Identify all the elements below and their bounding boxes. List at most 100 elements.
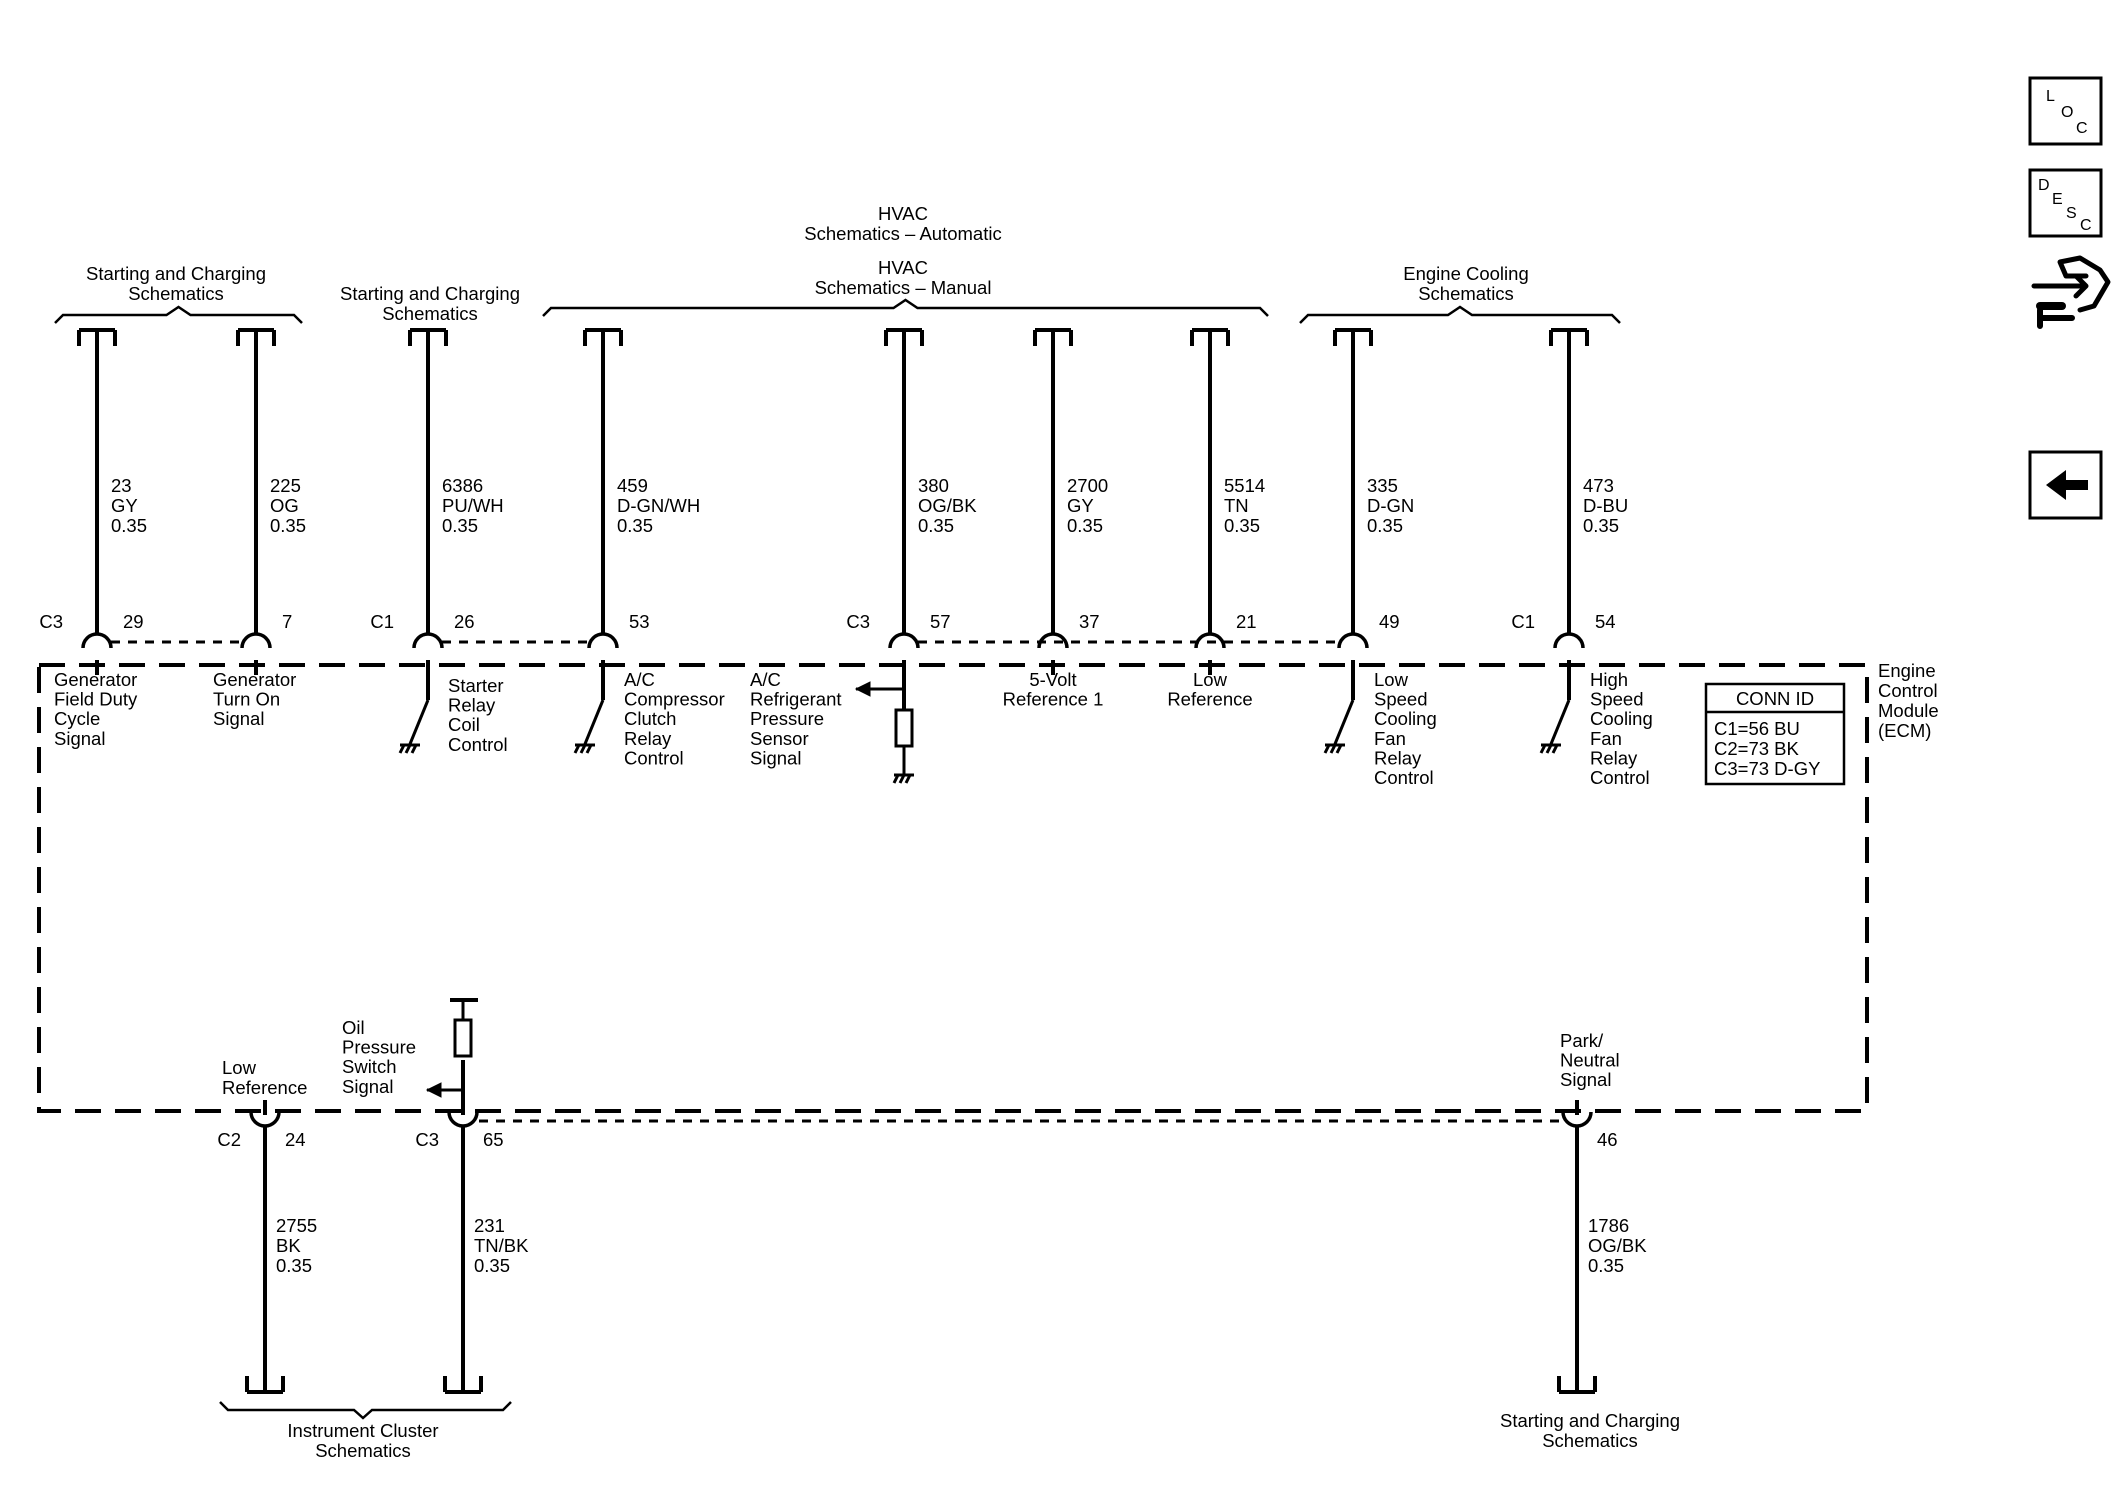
- pull-up-resistor: [453, 1018, 473, 1058]
- tools-icon: [2031, 255, 2111, 329]
- function-text: Pressure: [342, 1037, 416, 1058]
- group-brace: [542, 298, 1269, 317]
- wire-gauge: 0.35: [617, 515, 653, 536]
- pin-terminal: [888, 632, 920, 649]
- loc-icon: L O C: [2046, 88, 2088, 137]
- function-text: Pressure: [750, 708, 824, 729]
- wire-color: D-GN/WH: [617, 495, 700, 516]
- wire-gauge: 0.35: [918, 515, 954, 536]
- conn-id-table: CONN ID C1=56 BU C2=73 BK C3=73 D-GY: [1704, 682, 1846, 786]
- desc-letter: C: [2080, 217, 2092, 234]
- ground-symbol: [1329, 744, 1337, 754]
- loc-button[interactable]: L O C: [2028, 76, 2103, 146]
- function-text: Fan: [1590, 728, 1622, 749]
- engine-cooling-label: Schematics: [1418, 283, 1514, 304]
- wire-gauge: 0.35: [1588, 1255, 1624, 1276]
- function-text: Cycle: [54, 708, 100, 729]
- wire-gauge: 0.35: [276, 1255, 312, 1276]
- function-text: Sensor: [750, 728, 809, 749]
- group-brace: [54, 305, 303, 324]
- hvac-automatic-label: HVAC: [878, 203, 928, 224]
- ecm-module-boundary: [37, 663, 1869, 1113]
- desc-button[interactable]: D E S C: [2028, 168, 2103, 238]
- function-text: Coil: [448, 714, 480, 735]
- function-text: Signal: [1560, 1069, 1611, 1090]
- function-text: A/C: [750, 669, 781, 690]
- module-name-line: Engine: [1878, 660, 1936, 681]
- conn-id-row: C1=56 BU: [1714, 718, 1800, 739]
- starting-charging-label: Schematics: [382, 303, 478, 324]
- back-arrow-icon: [2046, 470, 2088, 500]
- pin-terminal: [587, 632, 619, 649]
- pin-number: 57: [930, 611, 951, 632]
- wire-color: D-GN: [1367, 495, 1414, 516]
- driver-switch: [408, 699, 430, 745]
- wire-circuit-number: 2755: [276, 1215, 317, 1236]
- loc-letter: O: [2061, 104, 2073, 121]
- function-text: Signal: [342, 1076, 393, 1097]
- function-text: Relay: [1374, 747, 1422, 768]
- conn-id-title: CONN ID: [1736, 688, 1814, 709]
- ground-symbol: [579, 744, 587, 754]
- group-brace: [219, 1401, 512, 1420]
- pin-terminal: [1337, 632, 1369, 649]
- ground-symbol: [892, 774, 900, 784]
- tools-button[interactable]: [2031, 255, 2111, 329]
- driver-switch: [1549, 699, 1571, 745]
- function-text: Oil: [342, 1017, 365, 1038]
- instrument-cluster-label: Instrument Cluster: [287, 1420, 438, 1441]
- wire-gauge: 0.35: [1224, 515, 1260, 536]
- function-text: Reference 1: [1003, 689, 1104, 710]
- hvac-automatic-label: Schematics – Automatic: [804, 223, 1001, 244]
- wire-gauge: 0.35: [1067, 515, 1103, 536]
- pin-number: 46: [1597, 1129, 1618, 1150]
- starting-charging-label: Starting and Charging: [86, 263, 266, 284]
- desc-letter: S: [2066, 205, 2077, 222]
- pin-number: 37: [1079, 611, 1100, 632]
- function-text: Low: [1193, 669, 1228, 690]
- module-name-line: (ECM): [1878, 720, 1931, 741]
- wire-circuit-number: 335: [1367, 475, 1398, 496]
- pull-resistor: [894, 708, 914, 748]
- function-text: Reference: [1167, 689, 1252, 710]
- ground-symbol: [585, 744, 593, 754]
- function-text: 5-Volt: [1029, 669, 1076, 690]
- back-button[interactable]: [2028, 450, 2103, 520]
- ground-symbol: [398, 744, 406, 754]
- function-text: Reference: [222, 1077, 307, 1098]
- desc-letter: D: [2038, 177, 2050, 194]
- ground-symbol: [573, 744, 581, 754]
- wire-circuit-number: 1786: [1588, 1215, 1629, 1236]
- hvac-manual-label: Schematics – Manual: [815, 277, 992, 298]
- pin-terminal: [81, 632, 113, 649]
- function-text: Fan: [1374, 728, 1406, 749]
- pin-number: 26: [454, 611, 475, 632]
- connector-id: C2: [217, 1129, 241, 1150]
- module-name-line: Module: [1878, 700, 1939, 721]
- function-text: Turn On: [213, 689, 280, 710]
- engine-cooling-label: Engine Cooling: [1403, 263, 1528, 284]
- connector-id: C1: [370, 611, 394, 632]
- wire-gauge: 0.35: [474, 1255, 510, 1276]
- wire-circuit-number: 473: [1583, 475, 1614, 496]
- pin-number: 65: [483, 1129, 504, 1150]
- wire-color: TN/BK: [474, 1235, 529, 1256]
- connector-id: C3: [415, 1129, 439, 1150]
